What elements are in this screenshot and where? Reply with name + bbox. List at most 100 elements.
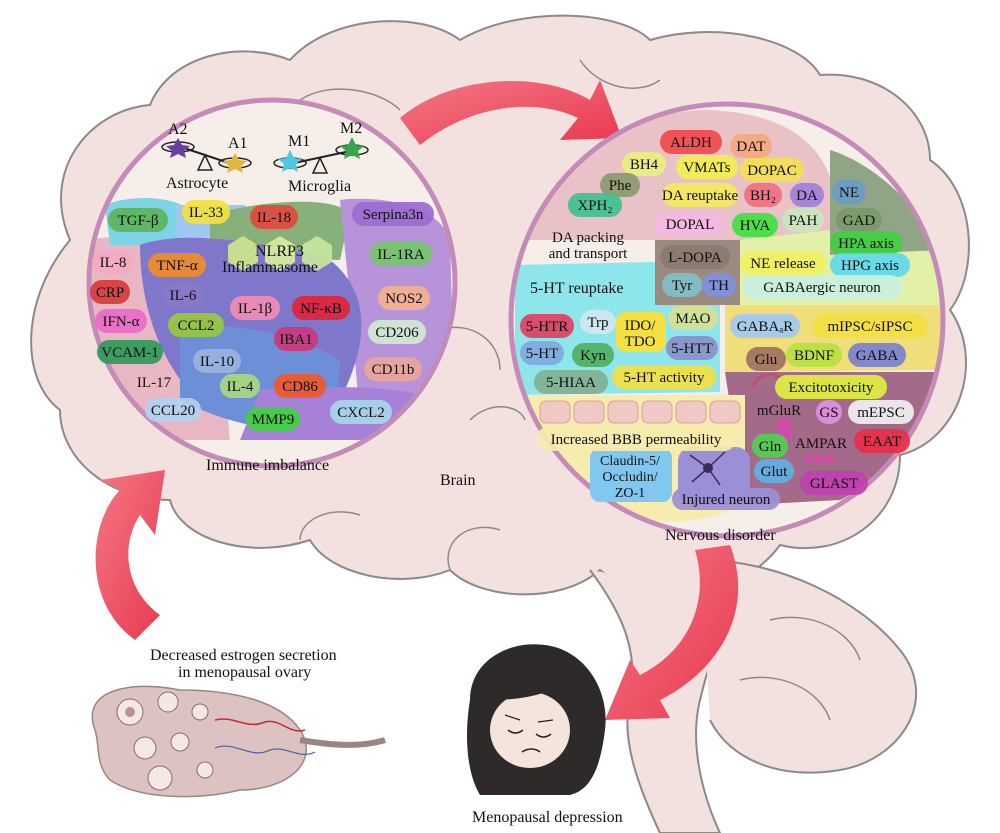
il33-pill xyxy=(182,200,230,224)
ldopa-pill xyxy=(660,245,730,269)
dopac-label: DOPAC xyxy=(747,163,796,179)
microglia-label: Microglia xyxy=(288,178,351,195)
immune-circle-border xyxy=(86,97,458,469)
bbb-pill xyxy=(536,427,736,451)
il4-label: IL-4 xyxy=(227,379,254,395)
kyn-pill xyxy=(572,343,614,367)
gaba-pill xyxy=(848,343,906,367)
serpina3n-pill xyxy=(352,202,434,226)
da_reuptake-label: DA reuptake xyxy=(662,188,739,204)
astrocyte-label: Astrocyte xyxy=(166,175,228,192)
vmats-label: VMATs xyxy=(683,160,730,176)
da-label: DA xyxy=(796,188,818,204)
cxcl2-label: CXCL2 xyxy=(337,405,385,421)
il6-label: IL-6 xyxy=(170,288,197,304)
inflammasome-label: Inflammasome xyxy=(222,259,318,276)
a1-label: A1 xyxy=(228,135,248,152)
aldh-pill xyxy=(660,130,722,154)
th-label: TH xyxy=(709,278,729,294)
claudin_1-label: Claudin-5/ xyxy=(600,454,660,469)
il4-pill xyxy=(220,374,260,398)
il10-pill xyxy=(193,349,241,373)
dat-pill xyxy=(730,134,772,158)
il8-label: IL-8 xyxy=(100,255,127,271)
tgfb-label: TGF-β xyxy=(118,213,159,229)
glut-label: Glut xyxy=(761,464,789,480)
nlrp3-inflammasome-icon xyxy=(228,236,332,271)
eaat-label: EAAT xyxy=(863,434,901,450)
il1ra-pill xyxy=(370,242,432,266)
hiaa-label: 5-HIAA xyxy=(546,375,596,391)
bbb-cells-icon xyxy=(539,400,741,424)
m1-label: M1 xyxy=(288,133,310,150)
glu-pill xyxy=(746,347,786,371)
th-pill xyxy=(702,273,736,297)
il6-pill xyxy=(162,283,204,307)
htt-label: 5-HTT xyxy=(671,341,713,357)
phe-label: Phe xyxy=(609,178,632,194)
cd206-pill xyxy=(368,320,426,344)
ovary-label-2: in menopausal ovary xyxy=(178,664,311,681)
ampar-pill xyxy=(790,431,852,455)
ht_activity-pill xyxy=(612,365,716,389)
injured-label: Injured neuron xyxy=(682,492,771,508)
mipsc-pill xyxy=(812,314,928,338)
gaba-label: GABA xyxy=(856,348,899,364)
arrow-ovary-to-immune xyxy=(95,470,165,640)
il17-label: IL-17 xyxy=(137,375,172,391)
bdnf-pill xyxy=(786,343,842,367)
trp-pill xyxy=(580,310,616,334)
ido_1-label: IDO/ xyxy=(625,318,657,334)
il18-pill xyxy=(250,205,298,229)
glut-pill xyxy=(754,459,794,483)
tgfb-pill xyxy=(108,208,168,232)
glast-label: GLAST xyxy=(810,476,858,492)
tnfa-pill xyxy=(148,253,206,277)
mipsc-label: mIPSC/sIPSC xyxy=(827,319,912,335)
ht-pill xyxy=(520,341,564,365)
nfkb-pill xyxy=(292,296,350,320)
arrow-immune-to-nervous xyxy=(400,80,622,145)
ccl20-pill xyxy=(145,398,201,422)
xph2-label: XPH₂ xyxy=(577,198,612,214)
ne-pill xyxy=(832,180,866,204)
ccl2-pill xyxy=(168,313,224,337)
pah-label: PAH xyxy=(789,213,818,229)
nervous-circle-border xyxy=(508,101,946,539)
gad-pill xyxy=(836,208,882,232)
ht-label: 5-HT xyxy=(526,346,559,362)
da_reuptake-pill xyxy=(662,183,738,207)
mglur-label: mGluR xyxy=(757,403,801,419)
hpa-label: HPA axis xyxy=(838,236,894,252)
gad-label: GAD xyxy=(843,213,876,229)
bh2-pill xyxy=(744,183,782,207)
vcam1-pill xyxy=(97,340,163,364)
nervous-disorder-label: Nervous disorder xyxy=(665,527,776,544)
bh4-label: BH4 xyxy=(630,157,659,173)
il18-label: IL-18 xyxy=(257,210,291,226)
ido_2-label: TDO xyxy=(625,334,656,350)
gs-pill xyxy=(816,400,842,424)
ne-label: NE xyxy=(839,185,859,201)
hpg-pill xyxy=(830,253,910,277)
gln-label: Gln xyxy=(759,439,782,455)
ampar-label: AMPAR xyxy=(795,436,847,452)
mglur-pill xyxy=(752,400,806,420)
hva-label: HVA xyxy=(740,218,771,234)
cd86-pill xyxy=(274,374,326,398)
hiaa-pill xyxy=(534,370,608,394)
htr-label: 5-HTR xyxy=(526,319,569,335)
nos2-pill xyxy=(378,286,430,310)
dopal-label: DOPAL xyxy=(666,217,715,233)
xph2-pill xyxy=(568,193,622,217)
gabaar-pill xyxy=(730,314,800,338)
cxcl2-pill xyxy=(330,400,392,424)
astrocyte-balance-icon xyxy=(161,138,252,173)
iba1-pill xyxy=(274,327,318,351)
kyn-label: Kyn xyxy=(580,348,606,364)
brain-label: Brain xyxy=(440,472,476,489)
injured-pill xyxy=(672,488,780,510)
menopausal-depression-label: Menopausal depression xyxy=(472,809,623,826)
crp-label: CRP xyxy=(96,285,124,301)
ovary-icon xyxy=(91,685,386,798)
